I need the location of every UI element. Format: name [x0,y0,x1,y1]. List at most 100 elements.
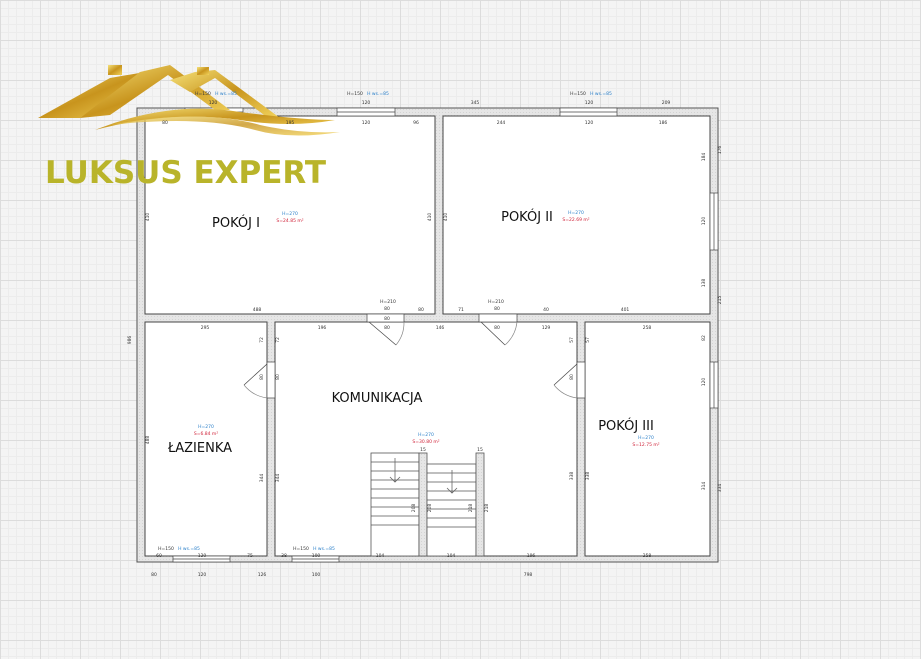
dimension-label: 176 [717,146,723,155]
window-height: H=150 [293,546,309,552]
window-sill: H ws.=85 [590,91,612,97]
window-sill: H ws.=85 [215,91,237,97]
dimension-label: 208 [427,504,433,513]
dimension-label: 410 [145,213,151,222]
window-sill: H ws.=85 [178,546,200,552]
dimension-label: 82 [701,335,707,341]
dimension-label: 80 [494,325,500,331]
room-area: S=12.75 m² [632,442,659,448]
window-height: H=150 [347,91,363,97]
window-height: H=150 [195,91,211,97]
dimension-label: 80 [494,306,500,312]
window-height: H=150 [570,91,586,97]
dimension-label: 258 [643,325,652,331]
dimension-label: 40 [543,307,549,313]
room-height: H=270 [282,211,298,217]
dimension-label: 488 [145,436,151,445]
room-area: S=22.69 m² [562,217,589,223]
dimension-label: 120 [585,120,594,126]
room-area: S=30.80 m² [412,439,439,445]
window-sill: H ws.=85 [313,546,335,552]
dimension-label: 258 [643,553,652,559]
dimension-label: 75 [247,553,253,559]
company-logo: LUKSUS EXPERT [38,65,340,191]
dimension-label: 129 [542,325,551,331]
dimension-label: 338 [569,472,575,481]
dimension-label: 986 [127,336,133,345]
dimension-label: 244 [497,120,506,126]
dimension-label: 60 [156,553,162,559]
room-pokoj-1 [144,115,436,315]
dimension-label: 120 [362,100,371,106]
dimension-label: 488 [253,307,262,313]
dimension-label: 195 [286,120,295,126]
dimension-label: 80 [162,120,168,126]
room-name: POKÓJ I [212,215,260,231]
room-lazienka [144,321,268,557]
dimension-label: 104 [376,553,385,559]
room-name: POKÓJ II [501,209,553,225]
dimension-label: 146 [436,325,445,331]
dimension-label: 218 [484,504,490,513]
room-height: H=270 [198,424,214,430]
dimension-label: 186 [659,120,668,126]
room-area: S=6.84 m² [194,431,218,437]
room-labels: POKÓJ I H=270 S=24.85 m² POKÓJ II H=270 … [167,209,660,456]
dimension-label: 196 [527,553,536,559]
dimension-label: 80 [384,306,390,312]
dimension-label: 96 [413,120,419,126]
dimension-label: 72 [259,337,265,343]
dimension-label: 15 [477,447,483,453]
dimension-label: 120 [362,120,371,126]
dimension-label: 80 [418,307,424,313]
dimension-label: 798 [524,572,533,578]
room-name: POKÓJ III [598,418,654,434]
dimension-label: 345 [471,100,480,106]
room-area: S=24.85 m² [276,218,303,224]
dimension-label: 208 [411,504,417,513]
dimension-label: 138 [701,279,707,288]
doors [243,313,586,399]
room-height: H=270 [418,432,434,438]
dimension-label: 196 [318,325,327,331]
dimension-label: 120 [701,378,707,387]
logo-text: LUKSUS EXPERT [45,155,326,191]
dimension-label: 80 [259,374,265,380]
dimension-label: 314 [701,482,707,491]
dimension-label: 15 [420,447,426,453]
dimension-label: 71 [458,307,464,313]
dimension-label: 218 [468,504,474,513]
dimension-label: 344 [259,474,265,483]
room-height: H=270 [638,435,654,441]
door-height: H=210 [488,299,504,305]
dimension-label: 120 [198,553,207,559]
dimension-label: 80 [384,325,390,331]
door-height: H=210 [380,299,396,305]
dimension-label: 338 [585,472,591,481]
dimension-label: 334 [717,484,723,493]
dimension-label: 72 [275,337,281,343]
dimension-label: 410 [427,213,433,222]
dimension-label: 401 [621,307,630,313]
dimension-label: 57 [569,337,575,343]
room-height: H=270 [568,210,584,216]
dimension-label: 410 [443,213,449,222]
dimension-label: 57 [585,337,591,343]
dimension-label: 295 [201,325,210,331]
walls [136,107,719,563]
dimension-label: 209 [662,100,671,106]
dimension-label: 184 [701,153,707,162]
dimension-label: 120 [209,100,218,106]
stair-direction-arrow-icon [389,458,458,494]
dimension-label: 80 [275,374,281,380]
dimension-label: 80 [384,316,390,322]
dimension-label: 344 [275,474,281,483]
dimension-label: 104 [447,553,456,559]
dimension-label: 80 [151,572,157,578]
dimension-label: 120 [701,217,707,226]
dimension-label: 120 [198,572,207,578]
room-name: KOMUNIKACJA [332,391,423,406]
room-pokoj-3 [584,321,711,557]
